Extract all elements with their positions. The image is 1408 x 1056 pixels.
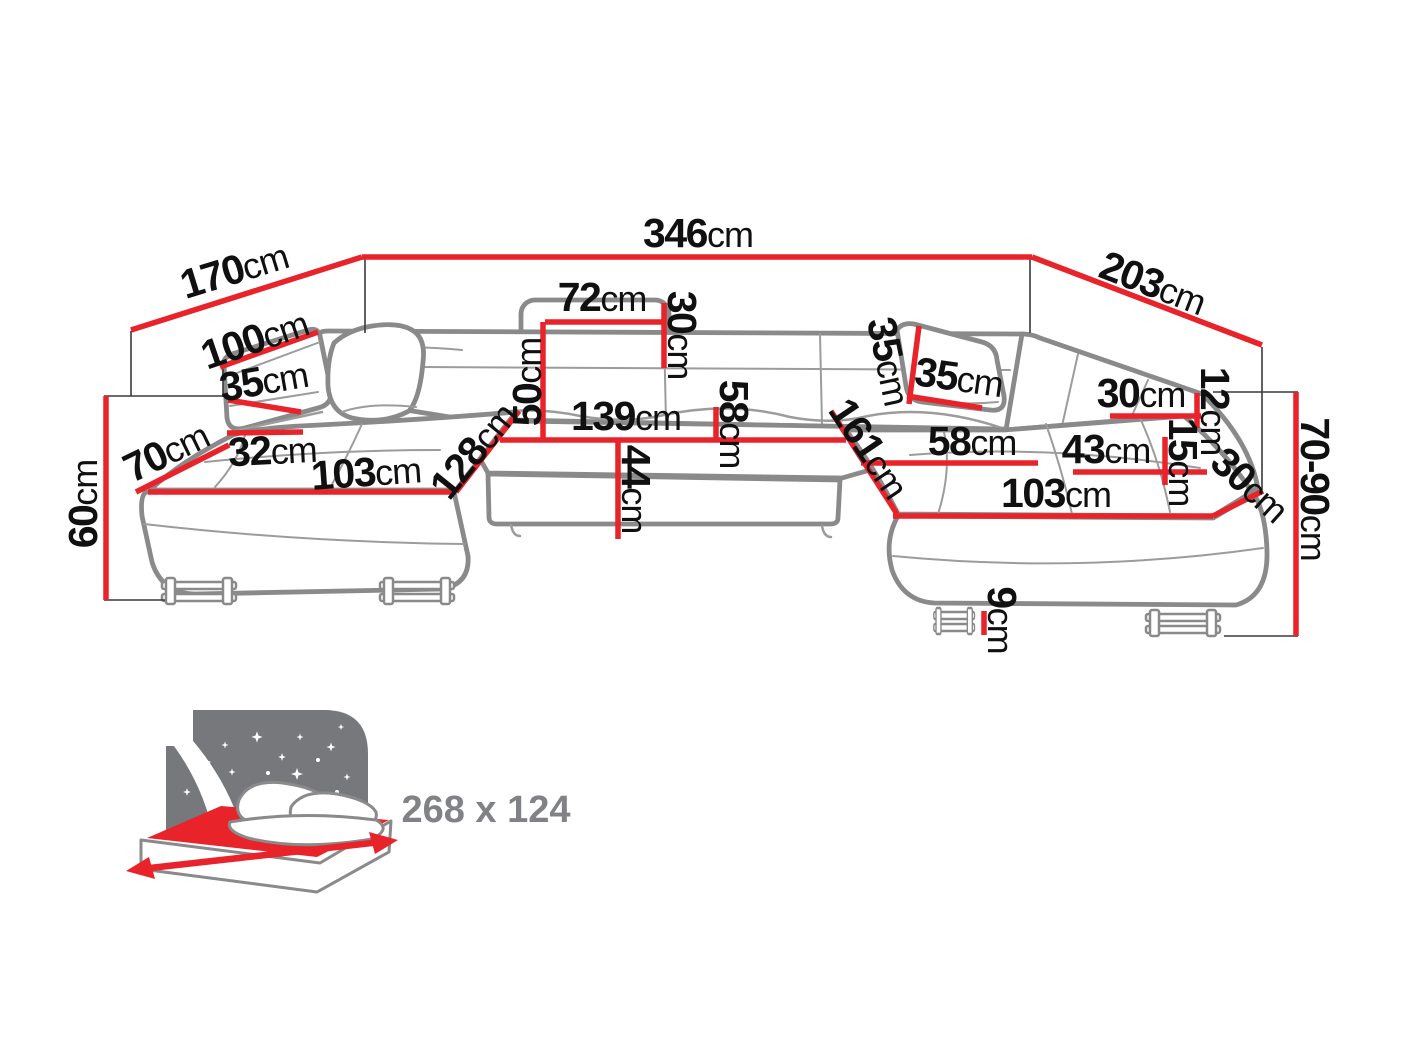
- pillow: [325, 322, 426, 423]
- sleeping-area-icon: 268 x 124: [126, 700, 571, 894]
- sofa-leg: [932, 606, 976, 636]
- dim-line-armrest-left-inner: [226, 429, 304, 436]
- dim-label-headrest-height: 50cm: [504, 338, 550, 427]
- dim-label-armrest-left-width: 35cm: [216, 350, 311, 411]
- dim-label-back-right-edge: 12cm: [1192, 367, 1238, 456]
- dim-label-middle-seat-width: 139cm: [571, 393, 681, 439]
- dim-line-armrest-right-height: [906, 325, 922, 405]
- left-chaise-seat: [147, 409, 519, 493]
- dim-label-height-right: 70-90cm: [1292, 417, 1338, 560]
- sofa-drawing: [139, 297, 1270, 638]
- dim-line-armrest-left-width: [227, 397, 302, 415]
- dim-label-seat-right-width: 58cm: [928, 418, 1017, 464]
- dim-label-seat-right-inner: 43cm: [1062, 426, 1151, 472]
- dim-label-armrest-right-height: 35cm: [858, 313, 921, 409]
- dim-label-back-right-depth: 203cm: [1093, 242, 1212, 324]
- middle-front: [485, 471, 843, 527]
- dim-label-armrest-left-inner: 32cm: [227, 425, 318, 476]
- length-arrow: [126, 832, 398, 879]
- dim-line-back-left-depth: [130, 254, 363, 333]
- dim-label-middle-seat-depth: 44cm: [613, 445, 659, 534]
- bed-blanket: [227, 813, 385, 847]
- sofa-leg: [1144, 608, 1222, 638]
- extension-lines: [104, 258, 1298, 637]
- dim-label-height-left: 60cm: [60, 460, 106, 549]
- dim-label-middle-back-depth: 58cm: [711, 380, 757, 469]
- headboard-swoosh: [140, 700, 244, 838]
- dim-label-headrest-width: 72cm: [558, 274, 647, 320]
- dim-label-armrest-right-length: 35cm: [912, 348, 1006, 406]
- dim-line-back-right-depth: [1031, 254, 1263, 348]
- dim-line-armrest-left-length: [219, 329, 319, 370]
- dimension-lines: [103, 254, 1299, 636]
- dim-label-chaise-right-length: 103cm: [1001, 470, 1111, 516]
- dim-line-corner-right-width: [1211, 488, 1265, 519]
- dim-line-armrest-right-length: [906, 393, 983, 411]
- dim-line-chaise-left-width: [453, 409, 522, 494]
- dim-label-chaise-left-length: 103cm: [310, 445, 423, 499]
- dimension-labels: 346cm 170cm 203cm 60cm 100cm 35cm 70cm 3…: [60, 210, 1338, 654]
- dim-line-chaise-left-front: [134, 442, 231, 495]
- right-chaise-front: [886, 491, 1270, 608]
- dim-label-total-width: 346cm: [643, 210, 753, 256]
- dim-label-armrest-right-top: 30cm: [1097, 370, 1186, 416]
- dim-label-leg-height: 9cm: [979, 586, 1025, 653]
- dim-label-armrest-right-side: 15cm: [1160, 418, 1206, 507]
- dim-label-headrest-side: 30cm: [659, 291, 705, 380]
- sleeping-area-label: 268 x 124: [401, 789, 570, 831]
